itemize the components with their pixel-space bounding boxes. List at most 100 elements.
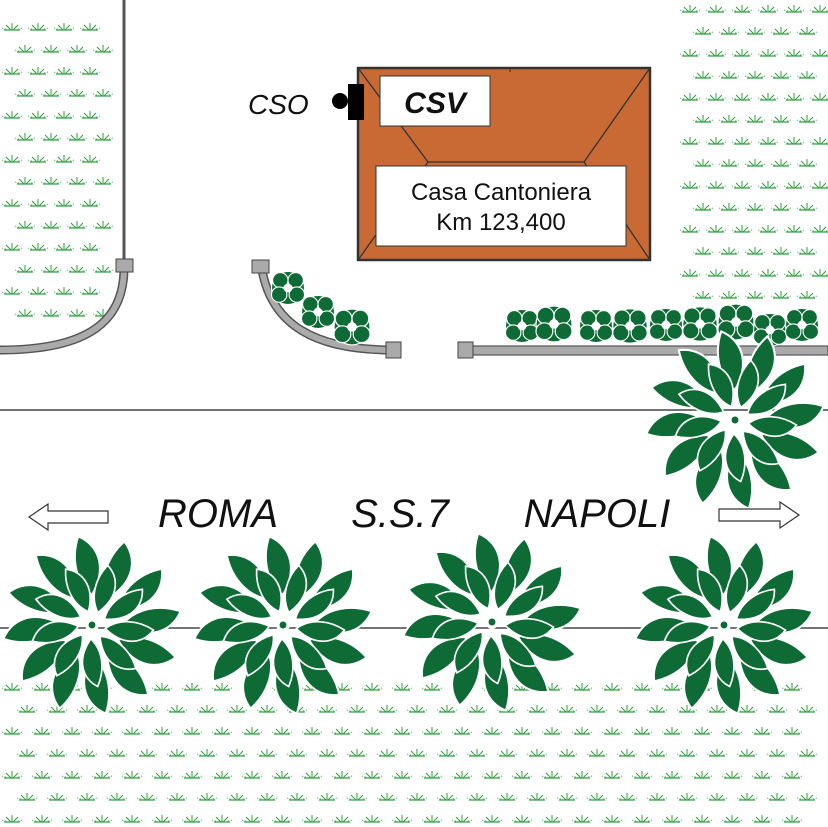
- grass-tuft: [16, 704, 38, 713]
- grass-tuft: [718, 114, 740, 123]
- grass-tuft: [556, 792, 578, 801]
- tree-bottom-4: [635, 536, 812, 713]
- grass-tuft: [40, 308, 62, 317]
- grass-tuft: [556, 748, 578, 757]
- grass-tuft: [361, 770, 383, 779]
- grass-tuft: [796, 290, 818, 299]
- grass-tuft: [705, 92, 727, 101]
- grass-tuft: [346, 792, 368, 801]
- grass-tuft: [92, 44, 114, 53]
- grass-tuft: [770, 246, 792, 255]
- grass-tuft: [27, 242, 49, 251]
- grass-tuft: [301, 770, 323, 779]
- grass-tuft: [151, 682, 173, 691]
- grass-tuft: [376, 704, 398, 713]
- grass-tuft: [27, 22, 49, 31]
- grass-tuft: [436, 792, 458, 801]
- grass-tuft: [796, 114, 818, 123]
- grass-tuft: [91, 814, 113, 823]
- grass-tuft: [721, 770, 743, 779]
- grass-tuft: [61, 814, 83, 823]
- grass-tuft: [451, 814, 473, 823]
- grass-tuft: [79, 110, 101, 119]
- grass-tuft: [766, 792, 788, 801]
- grass-tuft: [66, 264, 88, 273]
- grass-tuft: [691, 814, 713, 823]
- grass-tuft: [796, 70, 818, 79]
- grass-tuft: [14, 132, 36, 141]
- grass-tuft: [436, 748, 458, 757]
- grass-tuft: [106, 704, 128, 713]
- grass-tuft: [496, 792, 518, 801]
- grass-tuft: [751, 726, 773, 735]
- grass-tuft: [331, 814, 353, 823]
- grass-tuft: [271, 770, 293, 779]
- grass-tuft: [66, 44, 88, 53]
- grass-tuft: [751, 770, 773, 779]
- direction-label-napoli: NAPOLI: [524, 492, 671, 536]
- grass-tuft: [1, 770, 23, 779]
- grass-tuft: [466, 792, 488, 801]
- grass-tuft: [27, 110, 49, 119]
- grass-tuft: [705, 180, 727, 189]
- grass-tuft: [736, 748, 758, 757]
- grass-tuft: [679, 92, 701, 101]
- grass-tuft: [40, 88, 62, 97]
- grass-tuft: [106, 748, 128, 757]
- grass-tuft: [166, 792, 188, 801]
- grass-tuft: [809, 136, 828, 145]
- grass-tuft: [46, 748, 68, 757]
- grass-tuft: [770, 26, 792, 35]
- grass-tuft: [196, 704, 218, 713]
- grass-tuft: [796, 202, 818, 211]
- grass-tuft: [1, 22, 23, 31]
- grass-tuft: [571, 682, 593, 691]
- grass-tuft: [661, 726, 683, 735]
- grass-tuft: [181, 682, 203, 691]
- grass-tuft: [526, 704, 548, 713]
- grass-tuft: [616, 792, 638, 801]
- grass-tuft: [676, 748, 698, 757]
- grass-tuft: [601, 814, 623, 823]
- cso-device-icon: [332, 84, 364, 120]
- grass-tuft: [40, 44, 62, 53]
- grass-tuft: [796, 748, 818, 757]
- grass-tuft: [27, 198, 49, 207]
- grass-tuft: [586, 792, 608, 801]
- arrow-right-icon: [718, 500, 801, 530]
- grass-tuft: [1, 154, 23, 163]
- kerb-left: [0, 0, 134, 355]
- grass-tuft: [376, 748, 398, 757]
- grass-tuft: [316, 748, 338, 757]
- grass-tuft: [601, 726, 623, 735]
- grass-tuft: [256, 792, 278, 801]
- grass-tuft: [646, 704, 668, 713]
- grass-tuft: [301, 814, 323, 823]
- grass-tuft: [571, 814, 593, 823]
- grass-tuft: [718, 26, 740, 35]
- grass-tuft: [31, 726, 53, 735]
- grass-tuft: [53, 110, 75, 119]
- grass-tuft: [757, 268, 779, 277]
- grass-tuft: [781, 682, 803, 691]
- grass-tuft: [781, 770, 803, 779]
- grass-tuft: [705, 48, 727, 57]
- hedge-right: [504, 303, 820, 348]
- grass-tuft: [809, 48, 828, 57]
- tree-bottom-3: [403, 533, 580, 710]
- grass-tuft: [346, 704, 368, 713]
- grass-tuft: [14, 44, 36, 53]
- grass-tuft: [391, 814, 413, 823]
- tree-bottom-1: [3, 536, 180, 713]
- grass-tuft: [91, 726, 113, 735]
- grass-tuft: [511, 814, 533, 823]
- grass-tuft: [53, 22, 75, 31]
- grass-tuft: [796, 704, 818, 713]
- grass-tuft: [121, 770, 143, 779]
- grass-tuft: [14, 220, 36, 229]
- grass-tuft: [151, 726, 173, 735]
- grass-tuft: [406, 792, 428, 801]
- grass-tuft: [541, 726, 563, 735]
- grass-tuft: [796, 792, 818, 801]
- grass-tuft: [809, 4, 828, 13]
